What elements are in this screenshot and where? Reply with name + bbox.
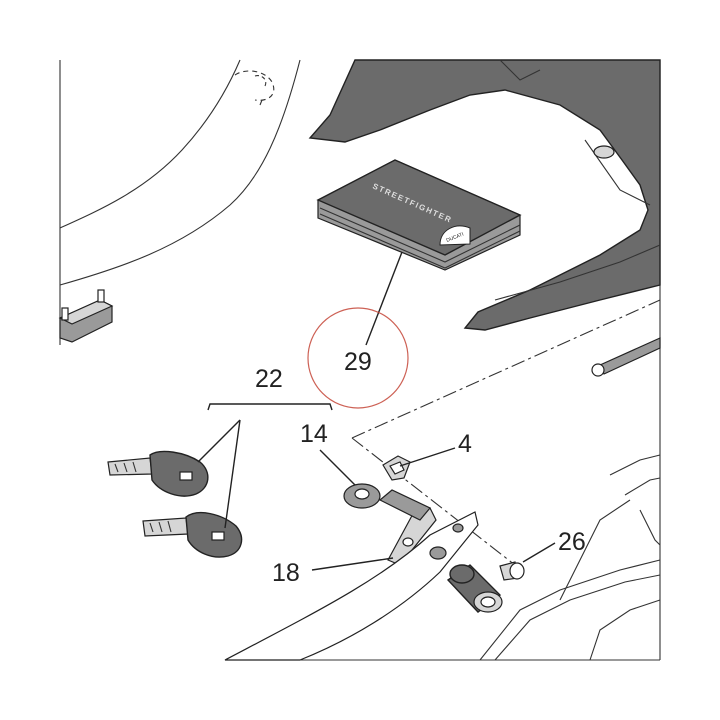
ignition-key-upper	[107, 450, 209, 497]
nut-washer	[343, 483, 381, 509]
callout-29: 29	[344, 348, 372, 376]
ducati-shield-badge	[439, 225, 471, 246]
owners-manual-booklet: STREETFIGHTER DUCATI	[316, 159, 522, 271]
frame-tubes	[479, 454, 661, 661]
callout-22: 22	[255, 365, 283, 393]
rubber-mount-block	[58, 289, 114, 343]
callout-18: 18	[272, 559, 300, 587]
small-screw	[499, 561, 525, 581]
ignition-key-lower	[142, 512, 243, 558]
lock-bracket	[378, 489, 437, 566]
callout-26: 26	[558, 528, 586, 556]
highlight-circle	[307, 307, 409, 409]
long-bolt	[591, 337, 661, 377]
tail-fairing	[308, 59, 661, 331]
spring-clip	[382, 455, 411, 481]
callout-4: 4	[458, 430, 472, 458]
callout-14: 14	[300, 420, 328, 448]
leader-lines	[197, 251, 556, 571]
assembly-axis	[351, 299, 661, 566]
lock-cylinder	[446, 564, 503, 613]
tank-outline	[59, 59, 301, 286]
mounting-plate	[224, 511, 479, 661]
